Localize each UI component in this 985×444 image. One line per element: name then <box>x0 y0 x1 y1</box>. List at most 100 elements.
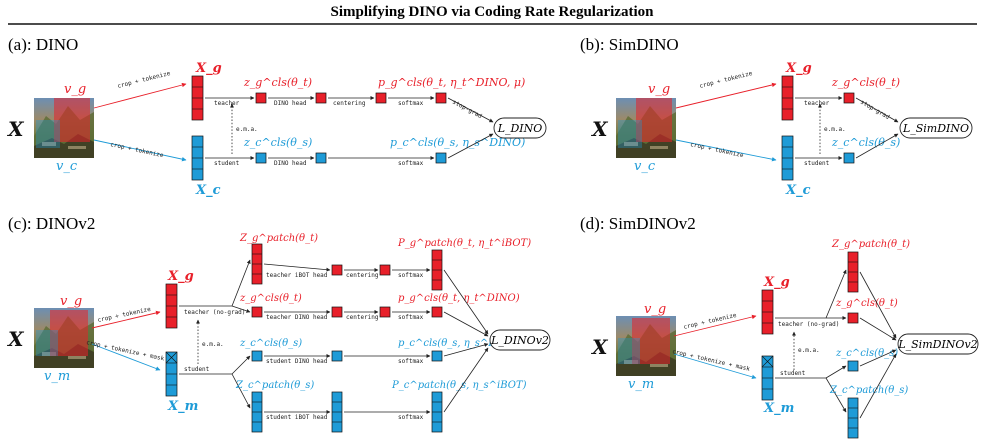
panel-b-loss-box <box>899 117 973 139</box>
panel-d-input: X <box>590 335 609 359</box>
panel-b-tokens-top-label: X_g <box>785 61 812 76</box>
panel-a-p-top-box <box>435 92 447 104</box>
panel-c-centered1-box <box>379 264 391 276</box>
panel-c-tokens-bottom <box>165 351 178 397</box>
panel-a-edge-top-label: crop + tokenize <box>117 70 172 90</box>
panel-b-z-top-label: z_g^cls(θ_t) <box>831 76 900 89</box>
panel-c-tokens-top-label: X_g <box>167 269 194 284</box>
panel-a-head-top-label: DINO head <box>274 100 307 107</box>
panel-d-loss-arrow-2 <box>859 317 897 341</box>
panel-d-local-crop <box>618 338 640 364</box>
panel-c-ibot-student-label: student iBOT head <box>266 414 328 421</box>
panel-a-tokens-bottom-label: X_c <box>195 183 221 198</box>
panel-c-local-crop <box>36 330 58 356</box>
panel-a: (a): DINO X v_g v_c crop + tokenize crop… <box>6 35 547 198</box>
panel-a-p-top-label: p_g^cls(θ_t, η_t^DINO, μ) <box>378 76 525 89</box>
panel-d-label: (d): SimDINOv2 <box>580 214 696 233</box>
panel-a-p-bottom-label: p_c^cls(θ_s, η_s^DINO) <box>390 136 525 149</box>
panel-d-z-bottom-label: z_c^cls(θ_s) <box>835 348 898 359</box>
panel-b-ema-label: e.m.a. <box>824 126 846 133</box>
panel-c-z-bottom-box <box>251 350 263 362</box>
panel-a-input: X <box>6 117 25 141</box>
panel-c-centering1-label: centering <box>346 272 379 279</box>
panel-b-input: X <box>590 117 609 141</box>
panel-c-dino-teacher-label: teacher DINO head <box>266 314 328 321</box>
panel-a-loss-label: L_DINO <box>497 122 543 135</box>
panel-d-student-label: student <box>780 370 806 377</box>
panel-c-z-bottom-label: z_c^cls(θ_s) <box>239 338 302 349</box>
panel-a-centered-box <box>375 92 387 104</box>
panel-d-tokens-bottom-label: X_m <box>763 401 794 416</box>
panel-c-loss-label: L_DINOv2 <box>490 334 549 347</box>
panel-a-tokens-bottom <box>191 135 204 181</box>
panel-d-loss-arrow-1 <box>859 271 897 339</box>
panel-b-edge-top <box>675 82 777 109</box>
panel-c-zp-bottom-label: Z_c^patch(θ_s) <box>235 380 314 391</box>
panel-c: (c): DINOv2 X v_g v_m crop + tokenize cr… <box>6 214 551 433</box>
panel-b-edge-bottom <box>675 139 777 162</box>
panel-c-p-bottom-box <box>431 350 443 362</box>
panel-a-edge-bottom-label: crop + tokenize <box>110 141 165 159</box>
panel-b-student-loss-arrow <box>855 133 899 159</box>
panel-d-loss-box <box>897 333 979 355</box>
panel-c-ibot-student-column <box>331 391 343 433</box>
panel-a-head-bottom-box <box>315 152 327 164</box>
panel-d-student-branch-patch <box>825 377 847 413</box>
panel-b-view-global: v_g <box>648 82 670 97</box>
panel-d-tokens-top-label: X_g <box>763 275 790 290</box>
figure-title: Simplifying DINO via Coding Rate Regular… <box>331 4 655 20</box>
panel-c-P-bottom-label: P_c^patch(θ_s, η_s^iBOT) <box>391 380 527 391</box>
panel-c-ibot-teacher-box <box>331 264 343 276</box>
panel-d-loss-arrow-3 <box>859 349 897 367</box>
panel-c-edge-top <box>91 310 161 329</box>
panel-a-z-bottom-box <box>255 152 267 164</box>
panel-d-zp-top-column <box>847 251 859 293</box>
panel-c-edge-top-label: crop + tokenize <box>97 306 152 324</box>
panel-c-student-label: student <box>184 366 210 373</box>
panel-c-loss-arrow-2 <box>443 311 489 337</box>
panel-c-student-branch-patch <box>231 373 251 409</box>
panel-d-z-bottom-box <box>847 360 859 372</box>
panel-c-ibot-teacher-arrow <box>263 263 331 272</box>
panel-d-zp-bottom-column <box>847 397 859 439</box>
panel-c-teacher-branch-patch <box>231 259 251 307</box>
panel-d-ema-label: e.m.a. <box>798 347 820 354</box>
panel-d-teacher-label: teacher (no-grad) <box>778 321 839 328</box>
panel-a-edge-bottom <box>93 139 187 162</box>
panel-a-student-label: student <box>214 160 240 167</box>
panel-c-loss-arrow-1 <box>443 269 489 335</box>
panel-a-ema-label: e.m.a. <box>236 126 258 133</box>
panel-c-edge-bottom-label: crop + tokenize + mask <box>86 339 166 362</box>
panel-c-view-global: v_g <box>60 294 82 309</box>
panel-c-z-top-label: z_g^cls(θ_t) <box>239 293 302 304</box>
panel-a-head-top-box <box>315 92 327 104</box>
panel-a-stopgrad-arrow <box>447 97 494 123</box>
panel-c-dino-student-label: student DINO head <box>266 358 328 365</box>
panel-a-loss-box <box>493 117 547 139</box>
panel-d-global-crop <box>632 318 670 364</box>
panel-c-teacher-branch-cls <box>231 305 251 313</box>
panel-c-label: (c): DINOv2 <box>8 214 95 233</box>
panel-b-stopgrad-label: stop-grad <box>859 99 891 122</box>
panel-d-view-global: v_g <box>644 302 666 317</box>
panel-a-p-bottom-box <box>435 152 447 164</box>
panel-c-loss-arrow-3 <box>443 343 489 357</box>
panel-c-p-top-box <box>431 306 443 318</box>
panel-d-z-top-label: z_g^cls(θ_t) <box>835 298 898 309</box>
panel-b-z-bottom-box <box>843 152 855 164</box>
panel-d-edge-bottom <box>673 353 757 380</box>
panel-a-global-crop <box>54 98 90 142</box>
panel-a-tokens-top-label: X_g <box>195 61 222 76</box>
panel-c-zp-bottom-column <box>251 391 263 433</box>
panel-b: (b): SimDINO X v_g v_c crop + tokenize c… <box>580 35 973 198</box>
panel-a-edge-top <box>93 82 187 109</box>
panel-b-edge-top-label: crop + tokenize <box>699 70 754 90</box>
panel-c-P-top-column <box>431 249 443 291</box>
panel-a-view-global: v_g <box>64 82 86 97</box>
panel-d-view-crop: v_m <box>628 377 654 392</box>
panel-c-p-top-label: p_g^cls(θ_t, η_t^DINO) <box>398 293 520 304</box>
panel-d-zp-top-label: Z_g^patch(θ_t) <box>831 239 910 250</box>
panel-c-student-branch-cls <box>231 355 251 375</box>
